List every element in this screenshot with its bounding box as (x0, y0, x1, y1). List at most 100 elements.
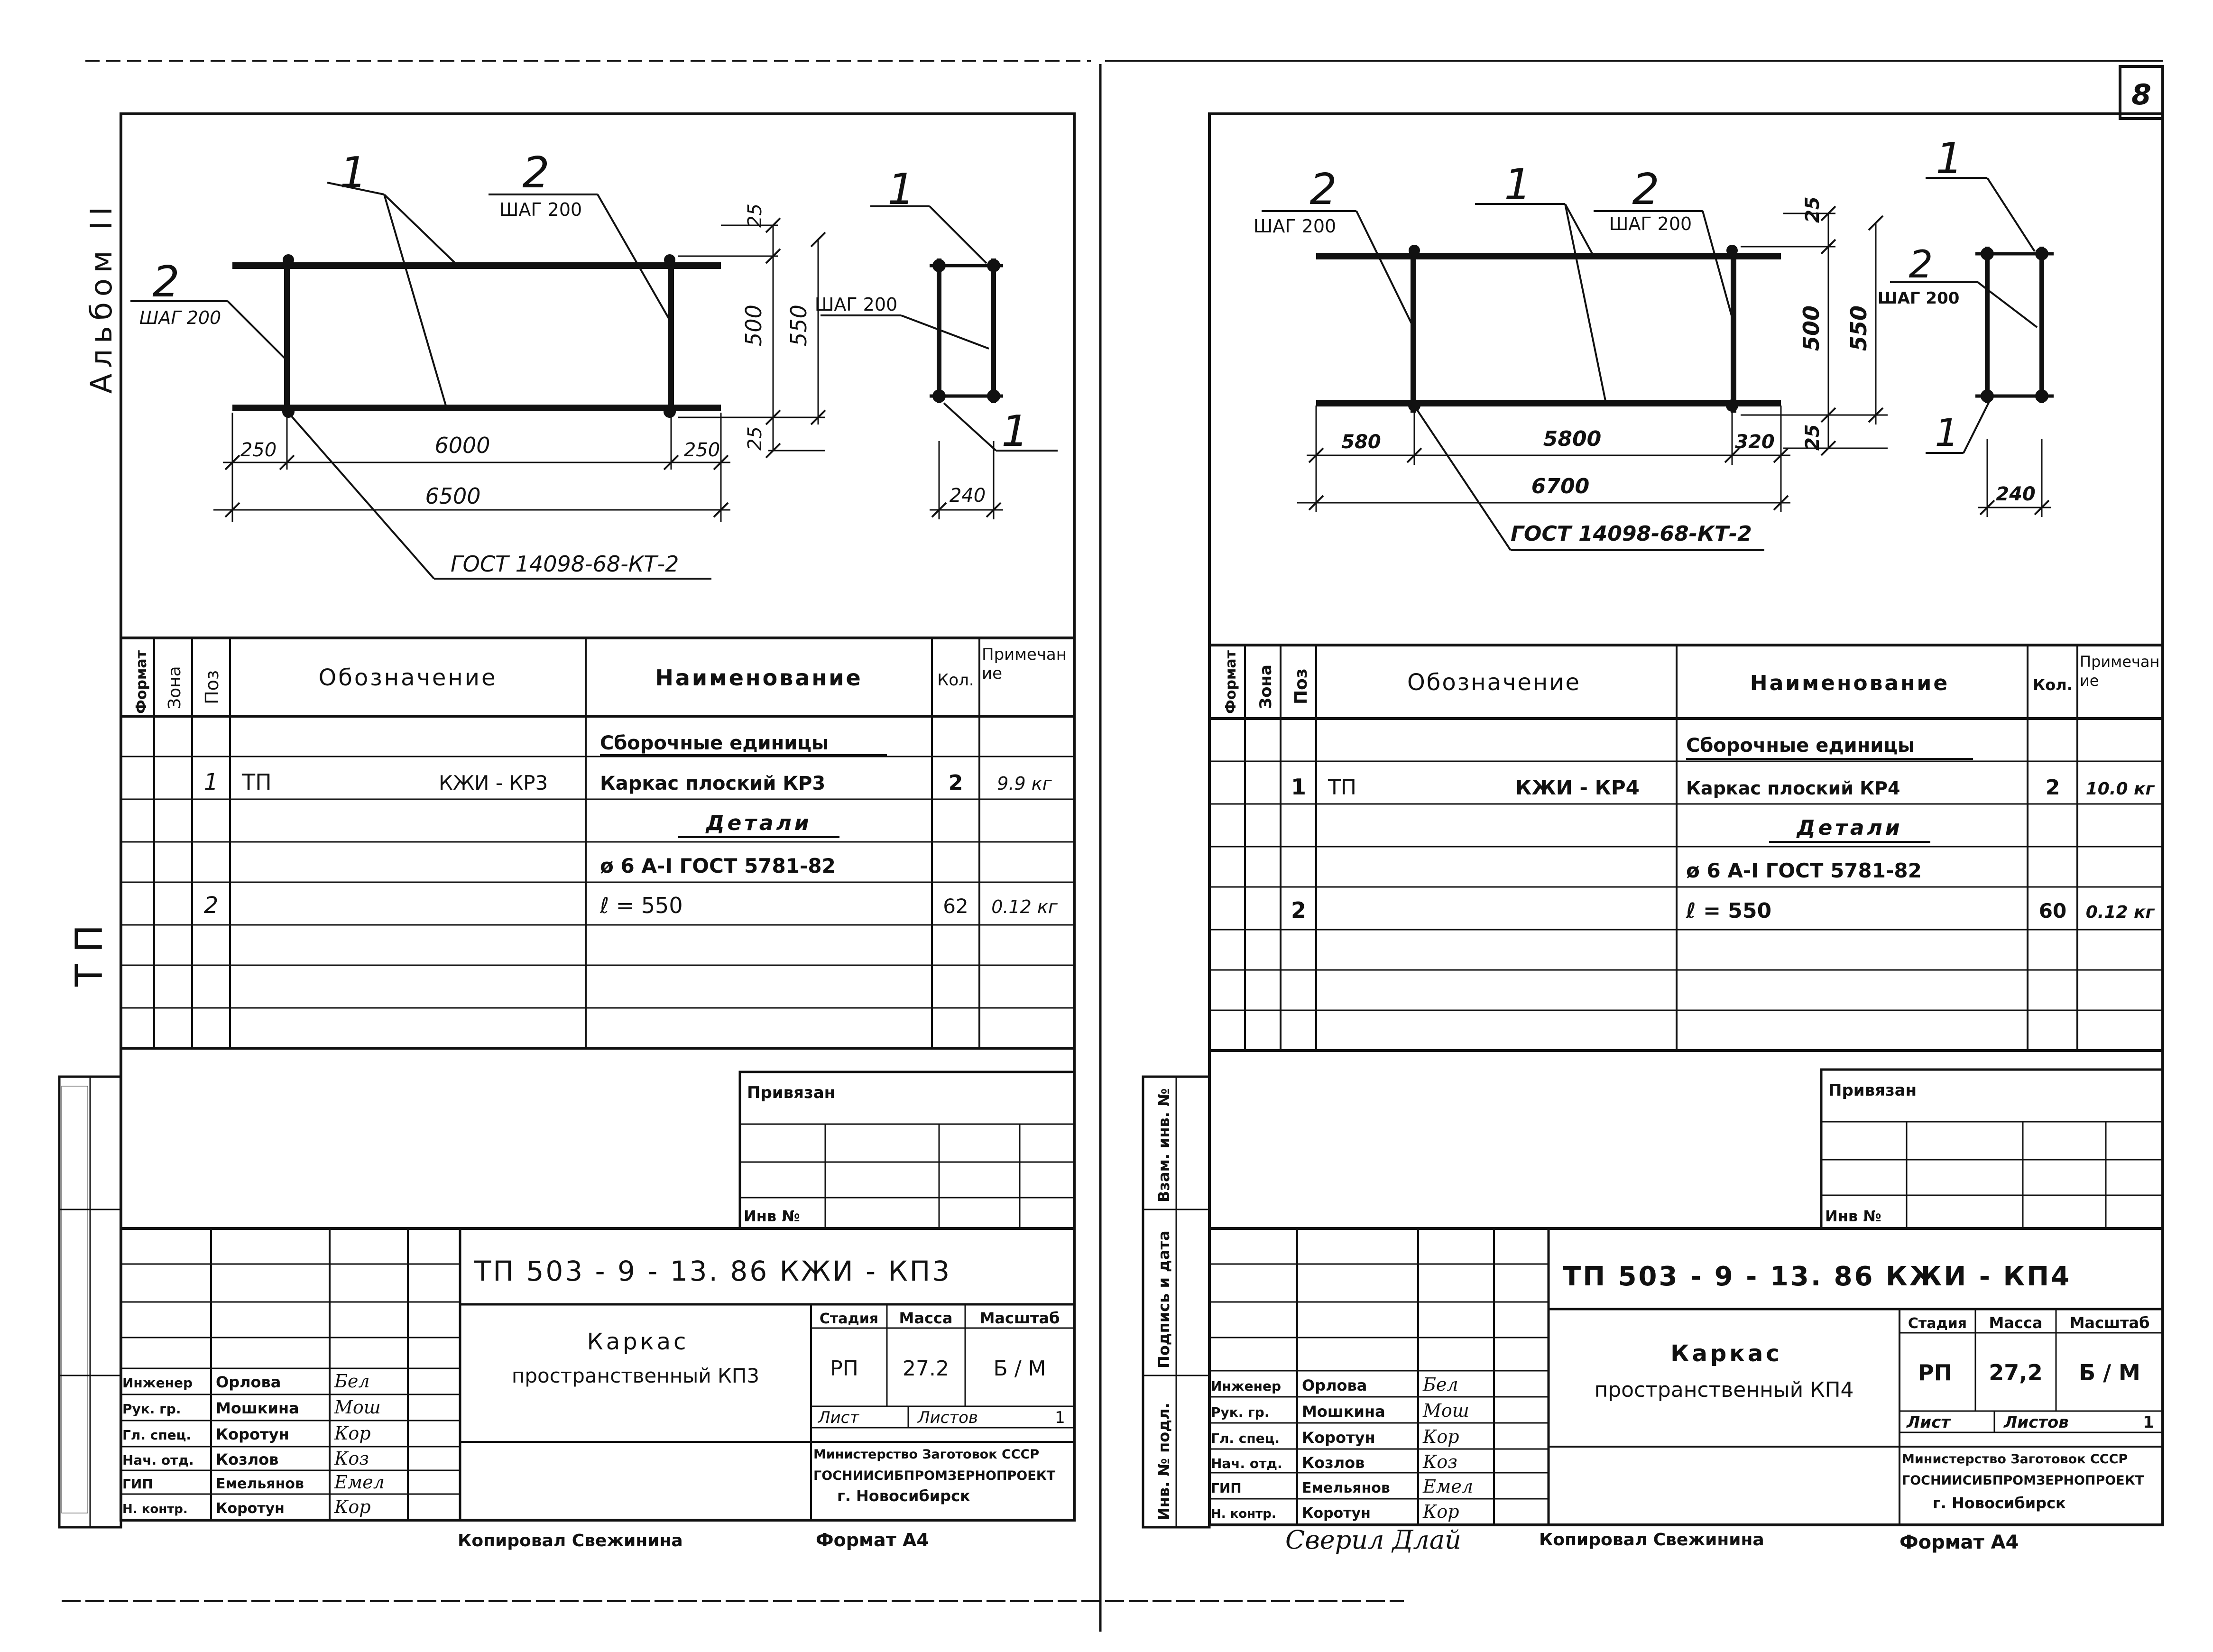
staff-signature: Коз (1422, 1451, 1457, 1472)
staff-signature: Бел (334, 1371, 370, 1392)
dim-right-end: 250 (684, 439, 720, 461)
header-name: Наименование (655, 665, 862, 691)
staff-role: Инженер (1211, 1378, 1281, 1394)
header-designation: Обозначение (1407, 669, 1581, 696)
step-top-label: ШАГ 200 (499, 199, 582, 220)
staff-role: Гл. спец. (1211, 1431, 1280, 1446)
title-line2: пространственный КП3 (512, 1364, 759, 1387)
front-view-kp4: 2 ШАГ 200 1 2 ШАГ 200 25 (1254, 160, 1888, 551)
org-line1: Министерство Заготовок СССР (813, 1447, 1039, 1462)
section-dim-width: 240 (1996, 483, 2036, 505)
sheet-number-box: 8 (2119, 65, 2164, 120)
dim-25-bottom: 25 (1802, 424, 1824, 451)
row-qty: 2 (2046, 775, 2060, 800)
staff-name: Коротун (216, 1500, 285, 1517)
scale-value: Б / М (994, 1357, 1046, 1381)
dim-25-top: 25 (1802, 196, 1824, 223)
row-pos: 1 (1291, 774, 1306, 800)
dim-left-end: 250 (240, 439, 277, 461)
pos2-top-label: 2 (522, 148, 549, 198)
staff-signature: Кор (334, 1496, 371, 1517)
left-margin-stamp (58, 1075, 122, 1529)
stage-label: Стадия (820, 1311, 878, 1327)
staff-role: Рук. гр. (122, 1401, 181, 1417)
step-right-label: ШАГ 200 (1609, 213, 1692, 234)
row-name: ℓ = 550 (599, 893, 683, 918)
binding-box-kp3: Привязан Инв № (738, 1071, 1076, 1230)
mass-value: 27,2 (1989, 1360, 2043, 1385)
inv-label: Инв № (744, 1207, 800, 1225)
copied-by: Копировал Свежинина (458, 1531, 683, 1550)
staff-role: ГИП (1211, 1480, 1242, 1496)
pos1-label: 1 (1504, 160, 1531, 210)
mass-label: Масса (899, 1309, 953, 1327)
doc-code: ТП 503 - 9 - 13. 86 КЖИ - КП4 (1563, 1261, 2071, 1292)
dim-550: 550 (1846, 305, 1872, 351)
section-view-kp3: 1 ШАГ 200 1 240 (815, 165, 1058, 519)
row-pos: 2 (1291, 897, 1306, 923)
title-line2: пространственный КП4 (1594, 1378, 1853, 1402)
staff-name: Орлова (216, 1373, 281, 1391)
row-name: Детали (705, 811, 811, 835)
title-block-kp4: ТП 503 - 9 - 13. 86 КЖИ - КП4 Каркас про… (1208, 1227, 2164, 1526)
title-block-kp3: ТП 503 - 9 - 13. 86 КЖИ - КП3 Каркас про… (120, 1227, 1076, 1522)
staff-signature: Коз (334, 1448, 369, 1469)
row-designation-code: КЖИ - КР4 (1515, 776, 1640, 799)
row-name: Детали (1796, 816, 1902, 840)
row-pos: 2 (204, 892, 219, 919)
scale-value: Б / М (2079, 1360, 2140, 1385)
staff-signature: Бел (1422, 1374, 1458, 1395)
row-note: 10.0 кг (2086, 779, 2155, 799)
pos2-right-label: 2 (1632, 165, 1659, 214)
header-zone: Зона (165, 666, 184, 709)
dim-left-end: 580 (1341, 431, 1381, 453)
staff-signature: Кор (1422, 1501, 1459, 1522)
staff-role: Рук. гр. (1211, 1404, 1269, 1420)
spec-table-kp3: Формат Зона Поз Обозначение Наименование… (121, 637, 1074, 1050)
margin-replace-label: Взам. инв. № (1155, 1088, 1173, 1202)
staff-name: Коротун (216, 1425, 289, 1443)
staff-signature: Кор (1422, 1426, 1459, 1447)
sheet-label: Лист (1906, 1413, 1951, 1432)
org-line3: г. Новосибирск (837, 1487, 970, 1505)
right-margin-stamp: Инв. № подл. Подпись и дата Взам. инв. № (1142, 1075, 1211, 1529)
staff-role: Н. контр. (1211, 1507, 1276, 1521)
row-qty: 60 (2039, 899, 2066, 923)
row-qty: 62 (943, 895, 968, 918)
staff-signature: Емел (1422, 1476, 1473, 1497)
row-name: ø 6 А-I ГОСТ 5781-82 (1686, 859, 1922, 882)
dim-25-bottom: 25 (744, 426, 766, 451)
header-name: Наименование (1750, 671, 1949, 695)
staff-name: Коротун (1302, 1505, 1371, 1522)
header-qty: Кол. (2033, 676, 2073, 694)
row-name: ø 6 А-I ГОСТ 5781-82 (600, 854, 836, 877)
mass-label: Масса (1989, 1314, 2043, 1332)
dim-right-end: 320 (1735, 431, 1775, 453)
stage-value: РП (1918, 1360, 1952, 1385)
stage-label: Стадия (1908, 1315, 1967, 1332)
gost-ref: ГОСТ 14098-68-КТ-2 (451, 551, 679, 577)
sheet-label: Лист (817, 1408, 859, 1427)
dim-middle: 5800 (1543, 427, 1601, 451)
stage-value: РП (830, 1357, 858, 1381)
row-name: Сборочные единицы (600, 732, 829, 754)
sheets-label: Листов (2003, 1413, 2069, 1432)
row-name: Каркас плоский КР3 (600, 773, 825, 794)
header-note: Примечание (982, 645, 1067, 683)
album-label: Альбом II (84, 201, 119, 394)
header-format: Формат (133, 650, 150, 714)
scale-label: Масштаб (980, 1309, 1060, 1327)
tp-side-label: ТП (68, 914, 111, 987)
bound-label: Привязан (1828, 1081, 1917, 1100)
header-format: Формат (1223, 650, 1239, 714)
doc-code: ТП 503 - 9 - 13. 86 КЖИ - КП3 (474, 1255, 951, 1287)
sheets-label: Листов (917, 1408, 978, 1427)
inv-label: Инв № (1825, 1207, 1881, 1225)
staff-role: Н. контр. (122, 1502, 188, 1516)
staff-name: Орлова (1302, 1376, 1367, 1394)
sheet-border (1208, 112, 2164, 1526)
front-view-kp3: 1 2 ШАГ 200 2 ШАГ 200 25 500 (130, 148, 826, 580)
row-name: Каркас плоский КР4 (1686, 778, 1900, 799)
dim-total: 6700 (1531, 474, 1589, 498)
